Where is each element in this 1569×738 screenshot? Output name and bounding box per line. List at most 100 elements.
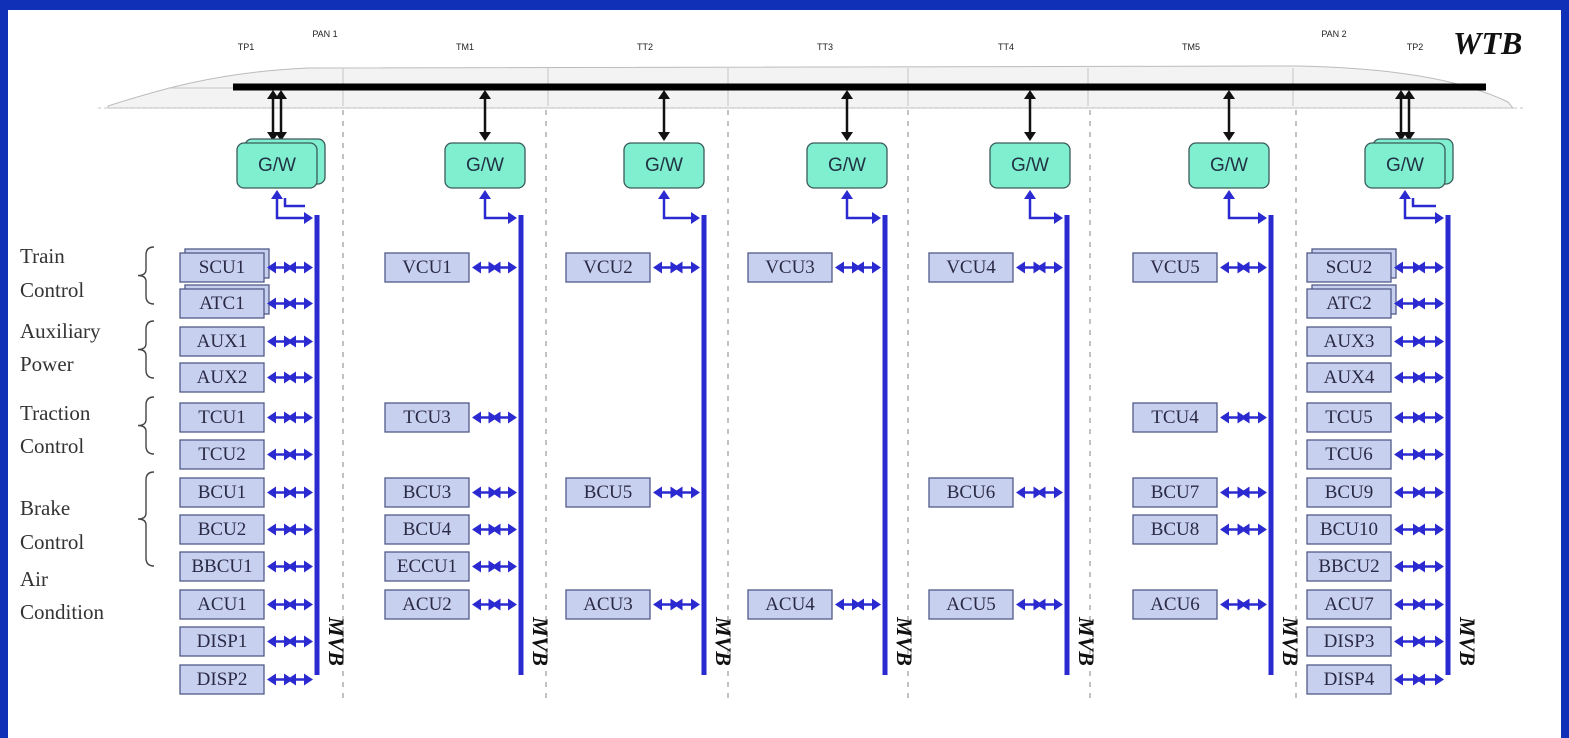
arrowhead (1435, 598, 1444, 611)
arrowhead (304, 371, 313, 384)
arrowhead (1435, 635, 1444, 648)
arrowhead (284, 560, 293, 573)
arrowhead (1024, 132, 1036, 141)
device-label: BCU6 (947, 482, 996, 503)
arrowhead (267, 448, 276, 461)
arrowhead (852, 261, 861, 274)
device-bbcu2: BBCU2 (1306, 551, 1444, 582)
car-label: TM1 (456, 42, 474, 52)
arrowhead (508, 261, 517, 274)
arrowhead (670, 486, 680, 499)
device-box (1306, 477, 1392, 508)
gateway-mvb-link (275, 198, 305, 220)
device-disp2: DISP2 (179, 664, 313, 695)
arrowhead (1435, 411, 1444, 424)
arrowhead (1237, 523, 1247, 536)
arrowhead (284, 523, 293, 536)
device-box (1306, 362, 1392, 393)
group-brace (137, 320, 155, 379)
device-label: BCU3 (403, 482, 452, 503)
device-box (1306, 326, 1392, 357)
arrowhead (1223, 190, 1235, 199)
arrowhead (479, 132, 491, 141)
device-label: TCU5 (1325, 407, 1373, 428)
device-box (384, 402, 470, 433)
device-tcu4: TCU4 (1132, 402, 1267, 433)
arrowhead (267, 90, 279, 99)
device-box (179, 439, 265, 470)
device-vcu5: VCU5 (1132, 252, 1267, 283)
device-bcu9: BCU9 (1306, 477, 1444, 508)
mvb-label: MVB (1278, 616, 1303, 666)
arrowhead (271, 190, 283, 199)
arrowhead (1258, 411, 1267, 424)
arrowhead (284, 486, 293, 499)
device-box (747, 252, 833, 283)
device-box (1132, 589, 1218, 620)
device-box (179, 288, 265, 319)
arrowhead (670, 261, 680, 274)
device-label: ACU5 (946, 594, 996, 615)
arrowhead (1220, 523, 1229, 536)
arrowhead (1394, 448, 1403, 461)
device-label: VCU3 (765, 257, 815, 278)
arrowhead (284, 261, 293, 274)
device-label: BCU7 (1151, 482, 1200, 503)
arrowhead (653, 261, 662, 274)
arrowhead (1394, 598, 1403, 611)
arrowhead (1033, 598, 1043, 611)
arrowhead (1258, 261, 1267, 274)
device-bcu4: BCU4 (384, 514, 517, 545)
arrowhead (508, 598, 517, 611)
arrowhead (658, 190, 670, 199)
device-box (1306, 514, 1392, 545)
arrowhead (1220, 598, 1229, 611)
device-aux1: AUX1 (179, 326, 313, 357)
gateway-label: G/W (258, 155, 296, 176)
group-label: Train (20, 244, 65, 268)
arrowhead (472, 486, 481, 499)
device-columns: G/WMVBSCU1ATC1AUX1AUX2TCU1TCU2BCU1BCU2BB… (179, 90, 1480, 695)
device-tcu5: TCU5 (1306, 402, 1444, 433)
device-aux3: AUX3 (1306, 326, 1444, 357)
arrowhead (1435, 448, 1444, 461)
arrowhead (304, 673, 313, 686)
arrowhead (1220, 261, 1229, 274)
arrowhead (1394, 635, 1403, 648)
device-label: VCU2 (583, 257, 633, 278)
arrowhead (658, 90, 670, 99)
device-box (179, 362, 265, 393)
device-label: BCU2 (198, 519, 247, 540)
group-label: Air (20, 567, 48, 591)
arrowhead (267, 486, 276, 499)
arrowhead (1435, 371, 1444, 384)
arrowhead (508, 486, 517, 499)
device-label: ACU3 (583, 594, 633, 615)
arrowhead (1413, 261, 1422, 274)
arrowhead (1024, 190, 1036, 199)
arrowhead (691, 486, 700, 499)
device-label: AUX3 (1324, 331, 1375, 352)
gateway-mvb-link (1403, 198, 1436, 220)
gateway-box (236, 142, 318, 189)
device-box (565, 477, 651, 508)
gateway-mvb-link (1028, 198, 1055, 220)
gateway-mvb-link (662, 198, 692, 220)
device-bcu7: BCU7 (1132, 477, 1267, 508)
arrowhead (267, 598, 276, 611)
device-label: VCU1 (402, 257, 452, 278)
arrowhead (872, 212, 881, 224)
arrowhead (284, 297, 293, 310)
device-box (179, 477, 265, 508)
device-box (1132, 514, 1218, 545)
arrowhead (304, 261, 313, 274)
device-vcu2: VCU2 (565, 252, 700, 283)
arrowhead (1258, 212, 1267, 224)
device-bcu2: BCU2 (179, 514, 313, 545)
device-label: TCU2 (198, 444, 246, 465)
arrowhead (1024, 90, 1036, 99)
arrowhead (267, 635, 276, 648)
device-label: TCU3 (403, 407, 451, 428)
arrowhead (1220, 486, 1229, 499)
